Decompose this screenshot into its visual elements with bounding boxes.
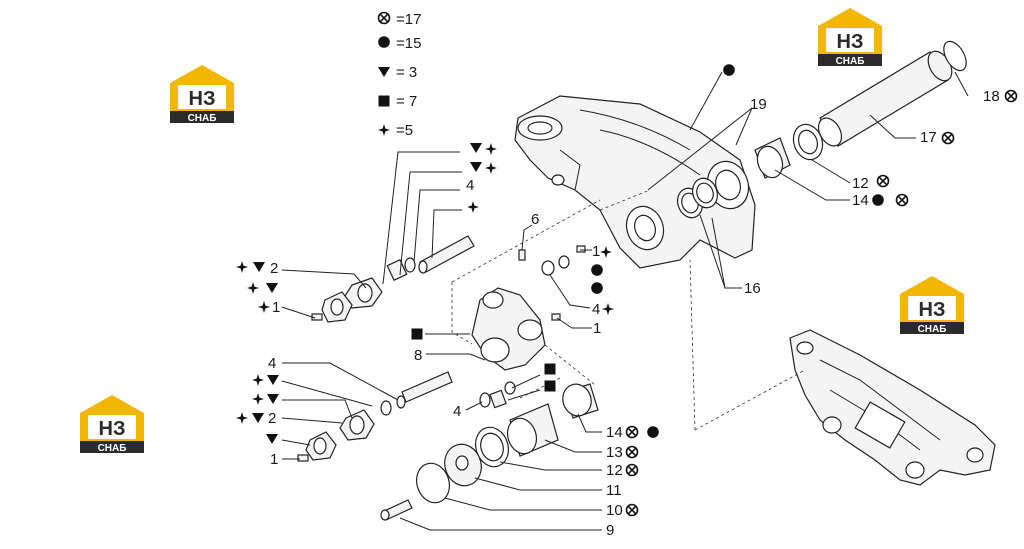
label-12-top: 12 (852, 175, 869, 192)
triangle-icon (266, 434, 278, 444)
lower-left-parts (297, 371, 453, 462)
legend-star-text: =5 (396, 122, 413, 139)
label-4-lower: 4 (268, 355, 276, 372)
star-icon (236, 412, 248, 424)
star-icon (252, 393, 264, 405)
leader-lines (281, 71, 969, 531)
frame-overview (789, 329, 996, 486)
star-icon (602, 303, 614, 315)
label-1-right: 1 (593, 320, 601, 337)
label-1-lower: 1 (270, 451, 278, 468)
otimes-icon (625, 463, 639, 477)
label-12-bottom: 12 (606, 462, 623, 479)
label-13: 13 (606, 444, 623, 461)
watermark-logo: НЗ СНАБ (900, 276, 964, 335)
watermark-logo: НЗ СНАБ (818, 8, 882, 67)
label-11: 11 (606, 482, 622, 499)
svg-text:НЗ: НЗ (837, 31, 864, 53)
legend-triangle-text: = 3 (396, 64, 417, 81)
circle-icon (591, 282, 603, 294)
label-1-upper-left: 1 (272, 299, 280, 316)
star-icon (485, 162, 497, 174)
otimes-icon (1004, 89, 1018, 103)
star-icon (247, 282, 259, 294)
star-icon (467, 201, 479, 213)
label-1-center: 1 (592, 243, 600, 260)
otimes-icon (895, 193, 909, 207)
triangle-icon (378, 67, 390, 77)
label-2-upper: 2 (270, 260, 278, 277)
label-4-upper: 4 (466, 177, 474, 194)
svg-text:СНАБ: СНАБ (98, 443, 127, 454)
label-18: 18 (983, 88, 1000, 105)
svg-text:СНАБ: СНАБ (188, 113, 217, 124)
square-icon (544, 380, 556, 392)
legend-otimes-text: =17 (396, 11, 421, 28)
triangle-icon (470, 143, 482, 153)
center-small-parts (479, 245, 586, 409)
otimes-icon (625, 503, 639, 517)
label-4-center: 4 (592, 301, 600, 318)
triangle-icon (267, 375, 279, 385)
label-17: 17 (920, 129, 937, 146)
star-icon (236, 261, 248, 273)
label-6: 6 (531, 211, 539, 228)
label-8: 8 (414, 347, 422, 364)
legend-square-text: = 7 (396, 93, 417, 110)
star-icon (252, 374, 264, 386)
triangle-icon (470, 162, 482, 172)
label-2-lower: 2 (268, 410, 276, 427)
otimes-icon (625, 445, 639, 459)
watermark-logo: НЗ СНАБ (80, 395, 144, 454)
label-16: 16 (744, 280, 761, 297)
pivot-pin (817, 40, 967, 147)
square-icon (544, 363, 556, 375)
circle-icon (872, 194, 884, 206)
legend-circle-text: =15 (396, 35, 421, 52)
label-19: 19 (750, 96, 767, 113)
svg-text:СНАБ: СНАБ (918, 324, 947, 335)
svg-text:СНАБ: СНАБ (836, 56, 865, 67)
bushing-top (754, 123, 824, 179)
label-4-bottom: 4 (453, 403, 461, 420)
main-housing (514, 95, 756, 269)
label-10: 10 (606, 502, 623, 519)
seal-rings (677, 177, 718, 219)
circle-icon (378, 36, 390, 48)
star-icon (485, 143, 497, 155)
square-icon (378, 95, 390, 107)
lower-bushing-stack (380, 383, 599, 521)
otimes-icon (377, 11, 391, 25)
triangle-icon (267, 394, 279, 404)
triangle-icon (252, 413, 264, 423)
circle-icon (591, 264, 603, 276)
circle-icon (723, 64, 735, 76)
star-icon (378, 124, 390, 136)
label-9: 9 (606, 522, 614, 539)
label-14-top: 14 (852, 192, 869, 209)
square-icon (411, 328, 423, 340)
upper-left-parts (311, 235, 475, 323)
lever-arm (471, 287, 546, 371)
triangle-icon (266, 283, 278, 293)
circle-icon (647, 426, 659, 438)
triangle-icon (253, 262, 265, 272)
svg-text:НЗ: НЗ (99, 418, 126, 440)
star-icon (600, 246, 612, 258)
svg-text:НЗ: НЗ (189, 88, 216, 110)
legend: =17 =15 = 3 = 7 =5 (377, 11, 421, 139)
otimes-icon (876, 174, 890, 188)
part-labels: 19 18 17 12 14 16 4 6 2 1 1 4 1 8 (236, 64, 1018, 539)
star-icon (258, 301, 270, 313)
watermark-logo: НЗ СНАБ (170, 65, 234, 124)
svg-text:НЗ: НЗ (919, 299, 946, 321)
otimes-icon (941, 131, 955, 145)
otimes-icon (625, 425, 639, 439)
label-14-bottom: 14 (606, 424, 623, 441)
